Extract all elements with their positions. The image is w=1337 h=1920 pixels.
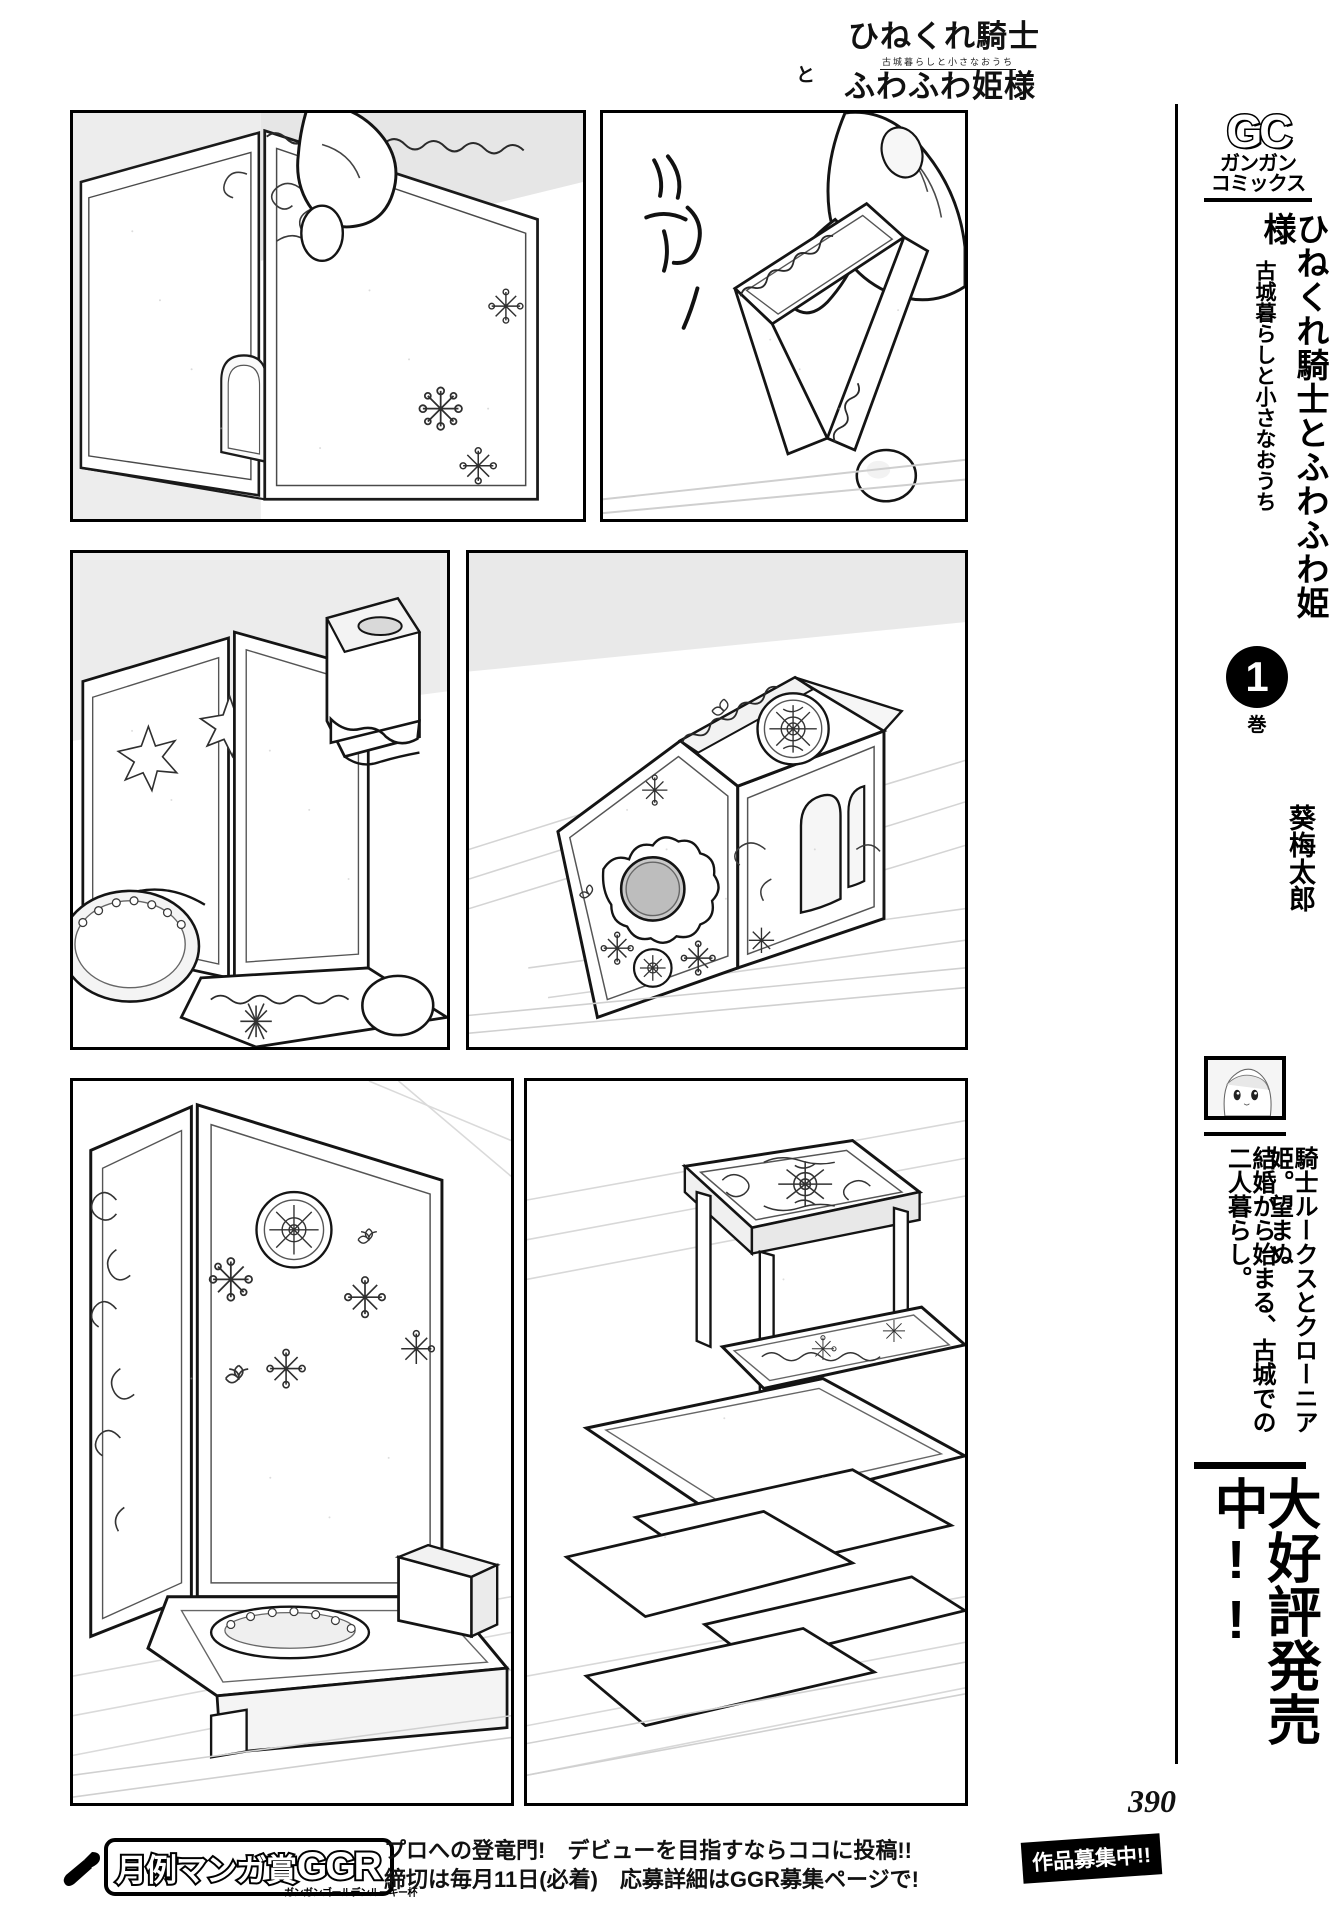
manga-panel-1 (70, 110, 586, 522)
recruit-badge: 作品募集中!! (1020, 1833, 1163, 1884)
panel-6-artwork (527, 1081, 965, 1803)
character-thumbnail (1204, 1056, 1286, 1120)
award-tagline-line1: プロへの登竜門! デビューを目指すならココに投稿!! (384, 1838, 912, 1863)
imprint-kana-line1: ガンガン (1220, 152, 1297, 175)
thumbnail-rule (1204, 1132, 1286, 1136)
ad-on-sale-text: 大好評発売中!! (1206, 1476, 1319, 1746)
imprint-rule (1204, 197, 1312, 202)
page-number: 390 (1128, 1783, 1176, 1819)
ad-author-name: 葵梅太郎 (1285, 804, 1315, 912)
award-banner: 月例マンガ賞 GGR ガンガンゴールデンルーキー杯 プロへの登竜門! デビューを… (62, 1833, 1163, 1904)
award-badge: 月例マンガ賞 GGR (104, 1838, 394, 1896)
panel-3-artwork (73, 553, 447, 1047)
ad-divider (1194, 1462, 1306, 1469)
header-title-line1: ひねくれ騎士 (848, 18, 1040, 54)
manga-panel-5 (70, 1078, 514, 1806)
ad-series-title: ひねくれ騎士とふわふわ姫様 (1259, 212, 1329, 620)
ad-series-subtitle: 古城暮らしと小さなおうち (1253, 260, 1276, 512)
award-tagline-line2: 締切は毎月11日(必着) 応募詳細はGGR募集ページで! (384, 1867, 919, 1893)
panel-4-artwork (469, 553, 965, 1047)
manga-panel-2 (600, 110, 968, 522)
page-header-title: ひねくれ騎士 古城暮らしと小さなおうち ふわふわ姫様 と (790, 14, 1040, 110)
manga-panel-4 (466, 550, 968, 1050)
header-title-connector: と (796, 65, 816, 86)
header-title-subtitle: 古城暮らしと小さなおうち (879, 55, 1016, 70)
award-name-en: GGR (295, 1843, 384, 1890)
volume-unit-label: 巻 (1247, 715, 1267, 736)
volume-badge: 1 (1226, 646, 1288, 708)
pen-nib-icon (63, 1852, 100, 1886)
panel-1-artwork (73, 113, 583, 519)
manga-panel-3 (70, 550, 450, 1050)
award-name-jp: 月例マンガ賞 (114, 1851, 299, 1890)
character-portrait-art (1209, 1060, 1281, 1116)
manga-panel-6 (524, 1078, 968, 1806)
imprint-kana-line2: コミックス (1210, 172, 1306, 195)
header-title-line2: ふわふわ姫様 (844, 68, 1036, 104)
panel-2-artwork (603, 113, 965, 519)
panel-5-artwork (73, 1081, 511, 1803)
ad-description-line2: 結婚から始まる、古城での二人暮らし。 (1223, 1146, 1275, 1434)
imprint-mark-text: GC (1225, 105, 1294, 157)
ad-description-line1: 騎士ルークスとクローニア姫。望まぬ (1265, 1146, 1317, 1434)
imprint-logo: GC ガンガン コミックス (1200, 105, 1316, 202)
award-subtitle: ガンガンゴールデンルーキー杯 (284, 1888, 418, 1899)
award-tagline-group: プロへの登竜門! デビューを目指すならココに投稿!! 締切は毎月11日(必着) … (384, 1836, 1024, 1894)
advertisement-rail: GC ガンガン コミックス ひねくれ騎士とふわふわ姫様 古城暮らしと小さなおうち… (1175, 104, 1337, 1764)
